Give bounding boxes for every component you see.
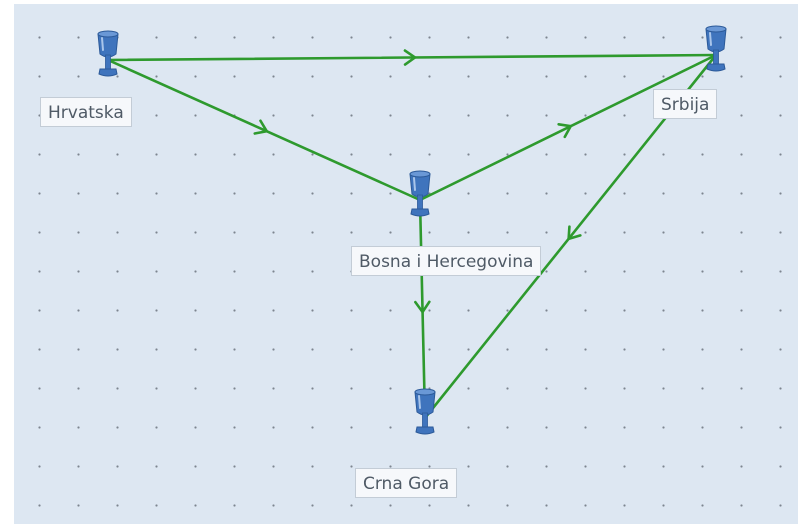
arrowhead-icon	[557, 122, 572, 139]
arrowhead-icon	[253, 119, 269, 135]
arrowhead-icon	[403, 49, 417, 66]
database-node-icon[interactable]	[414, 388, 436, 435]
edge-bih-to-crna-gora[interactable]	[414, 198, 431, 420]
node-label-bosna-i-hercegovina[interactable]: Bosna i Hercegovina	[351, 246, 542, 276]
edge-hrvatska-to-srbija[interactable]	[106, 49, 718, 66]
database-node-icon[interactable]	[705, 25, 727, 72]
database-node-icon[interactable]	[409, 170, 431, 217]
node-label-crna-gora[interactable]: Crna Gora	[355, 468, 458, 498]
edge-hrvatska-to-bih[interactable]	[106, 58, 422, 202]
edge-bih-to-srbija[interactable]	[418, 53, 718, 202]
arrowhead-icon	[414, 300, 431, 314]
arrowhead-icon	[567, 225, 582, 241]
database-node-icon[interactable]	[97, 30, 119, 77]
node-label-srbija[interactable]: Srbija	[653, 89, 718, 119]
node-label-hrvatska[interactable]: Hrvatska	[40, 97, 132, 127]
